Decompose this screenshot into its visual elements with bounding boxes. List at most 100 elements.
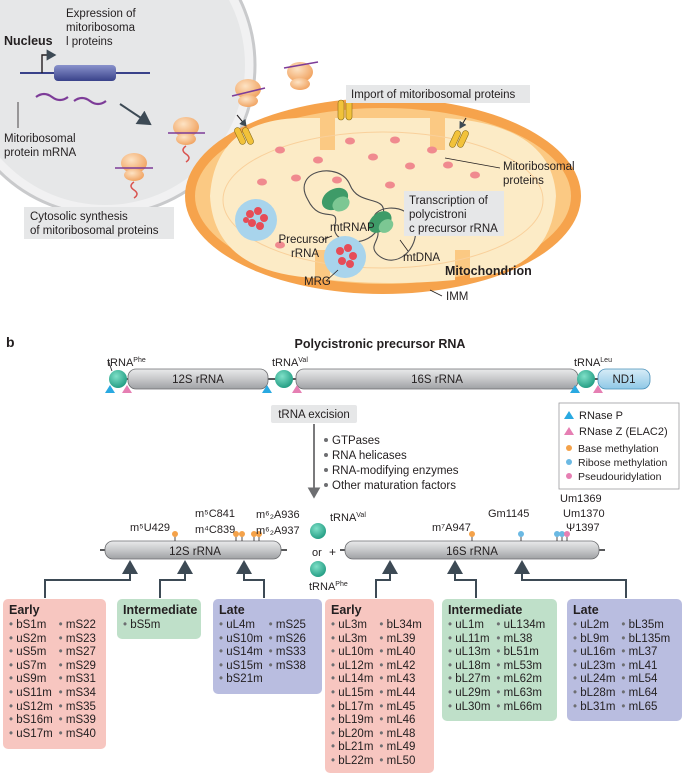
protein-item: mL50 bbox=[379, 755, 421, 769]
protein-item: bL31m bbox=[573, 701, 615, 715]
protein-item: uL134m bbox=[496, 619, 546, 633]
mod-gm1145: Gm1145 bbox=[488, 508, 529, 520]
mod-m7a947: m⁷A947 bbox=[432, 522, 471, 534]
protein-item: uL4m bbox=[219, 619, 263, 633]
nd1-label: ND1 bbox=[612, 374, 635, 386]
factor-gtpases: GTPases bbox=[332, 435, 380, 447]
protein-item: bL35m bbox=[621, 619, 670, 633]
protein-item: uL3m bbox=[331, 633, 373, 647]
box-16s-early-title: Early bbox=[331, 603, 362, 617]
box-12s-intermediate: Intermediate bS5m bbox=[117, 599, 201, 639]
precursor-label: Precursor rRNA bbox=[278, 234, 331, 260]
plus-label: + bbox=[329, 545, 336, 559]
protein-item: bL17m bbox=[331, 701, 373, 715]
import-pore-3 bbox=[449, 117, 469, 148]
protein-item: uS15m bbox=[219, 660, 262, 674]
excision-label: tRNA excision bbox=[278, 409, 350, 421]
legend-base: Base methylation bbox=[578, 443, 659, 455]
mod-m4c839: m⁴C839 bbox=[195, 524, 235, 536]
transcription-label: Transcription of polycistroni c precurso… bbox=[409, 195, 498, 235]
protein-item: mS38 bbox=[269, 660, 306, 674]
protein-item: mL40 bbox=[379, 646, 421, 660]
protein-item: mL38 bbox=[496, 633, 545, 647]
mrg-rna-cluster-2 bbox=[336, 244, 357, 268]
protein-item: mL53m bbox=[496, 660, 545, 674]
rrna12-cylinder-top bbox=[127, 368, 269, 390]
protein-item: mL54 bbox=[621, 673, 670, 687]
mod-m5u429: m⁵U429 bbox=[130, 522, 170, 534]
protein-item: uS10m bbox=[219, 633, 262, 647]
box-12s-early-col2: mS22mS23mS27mS29mS31mS34mS35mS39mS40 bbox=[59, 619, 96, 741]
factor-other: Other maturation factors bbox=[332, 480, 456, 492]
panel-b-label: b bbox=[6, 334, 15, 350]
mitoribosomal-leader bbox=[444, 157, 501, 169]
box-16s-late-title: Late bbox=[573, 603, 599, 617]
protein-item: bS5m bbox=[123, 619, 160, 633]
protein-item: uS17m bbox=[9, 728, 52, 742]
trna-val-label: tRNAVal bbox=[272, 357, 308, 369]
rrna16-label-top: 16S rRNA bbox=[411, 374, 463, 386]
released-trna-phe bbox=[310, 561, 326, 577]
cytosolic-ribosome-1 bbox=[168, 117, 205, 163]
protein-item: bL135m bbox=[621, 633, 671, 647]
protein-item: uL10m bbox=[331, 646, 373, 660]
protein-item: mL66m bbox=[496, 701, 545, 715]
maturation-factors: GTPases RNA helicases RNA-modifying enzy… bbox=[324, 435, 459, 492]
legend-rnase-p: RNase P bbox=[579, 410, 623, 422]
rnase-z-icon bbox=[564, 427, 574, 435]
protein-item: mL43 bbox=[379, 673, 421, 687]
protein-item: bL20m bbox=[331, 728, 373, 742]
mtdna-label: mtDNA bbox=[403, 252, 440, 264]
import-pore-1 bbox=[234, 114, 254, 145]
box-12s-late-col1: uL4muS10muS14muS15mbS21m bbox=[219, 619, 263, 687]
mtrnap-label: mtRNAP bbox=[330, 222, 375, 234]
box-16s-intermediate-col2: uL134mmL38bL51mmL53mmL62mmL63mmL66m bbox=[496, 619, 546, 715]
import-label: Import of mitoribosomal proteins bbox=[351, 89, 516, 101]
trna-phe-label: tRNAPhe bbox=[107, 357, 146, 369]
box-12s-early-title: Early bbox=[9, 603, 40, 617]
released-trna-val bbox=[310, 523, 326, 539]
excision-callout bbox=[271, 405, 357, 423]
rrna12-label-top: 12S rRNA bbox=[172, 374, 224, 386]
released-trna-phe-label: tRNAPhe bbox=[309, 581, 348, 593]
factor-enzymes: RNA-modifying enzymes bbox=[332, 465, 459, 477]
mrna-label: Mitoribosomal protein mRNA bbox=[4, 133, 79, 159]
cytosolic-ribosome-4 bbox=[283, 61, 319, 90]
polycistronic-title: Polycistronic precursor RNA bbox=[295, 337, 466, 351]
protein-item: mL42 bbox=[379, 660, 421, 674]
protein-item: mS27 bbox=[59, 646, 96, 660]
trna-leu-label: tRNALeu bbox=[574, 357, 612, 369]
protein-item: mL65 bbox=[621, 701, 670, 715]
mrg-leader bbox=[325, 269, 339, 282]
promoter-arrow bbox=[41, 49, 57, 73]
protein-item: bL19m bbox=[331, 714, 373, 728]
precursor-leader bbox=[321, 235, 333, 241]
mtrnap-polymerase bbox=[321, 187, 350, 212]
mod-m62a937: m⁶₂A937 bbox=[256, 525, 300, 537]
protein-item: bS1m bbox=[9, 619, 53, 633]
protein-item: uL16m bbox=[573, 646, 615, 660]
mitoribosomal-proteins-label: Mitoribosomal proteins bbox=[503, 161, 578, 187]
base-methylation-icon bbox=[566, 445, 572, 451]
cytosolic-ribosome-2 bbox=[115, 153, 153, 199]
trna-phe-leader bbox=[107, 359, 113, 372]
imm-leader bbox=[429, 289, 443, 297]
legend-box bbox=[558, 402, 680, 490]
protein-item: mS29 bbox=[59, 660, 96, 674]
box-16s-late-col1: uL2mbL9muL16muL23muL24mbL28mbL31m bbox=[573, 619, 615, 714]
protein-item: mS23 bbox=[59, 633, 96, 647]
mtdna-leader bbox=[399, 239, 409, 252]
arrow-16s-early bbox=[375, 560, 398, 598]
protein-item: uL30m bbox=[448, 701, 490, 715]
box-12s-late-title: Late bbox=[219, 603, 245, 617]
box-12s-intermediate-title: Intermediate bbox=[123, 603, 198, 617]
protein-item: mS35 bbox=[59, 701, 96, 715]
protein-item: uS12m bbox=[9, 701, 52, 715]
protein-item: mS34 bbox=[59, 687, 96, 701]
mod-m5c841: m⁵C841 bbox=[195, 508, 235, 520]
cristae-outline bbox=[222, 131, 544, 269]
import-callout bbox=[346, 85, 530, 103]
protein-item: uS2m bbox=[9, 633, 53, 647]
protein-item: uS5m bbox=[9, 646, 53, 660]
